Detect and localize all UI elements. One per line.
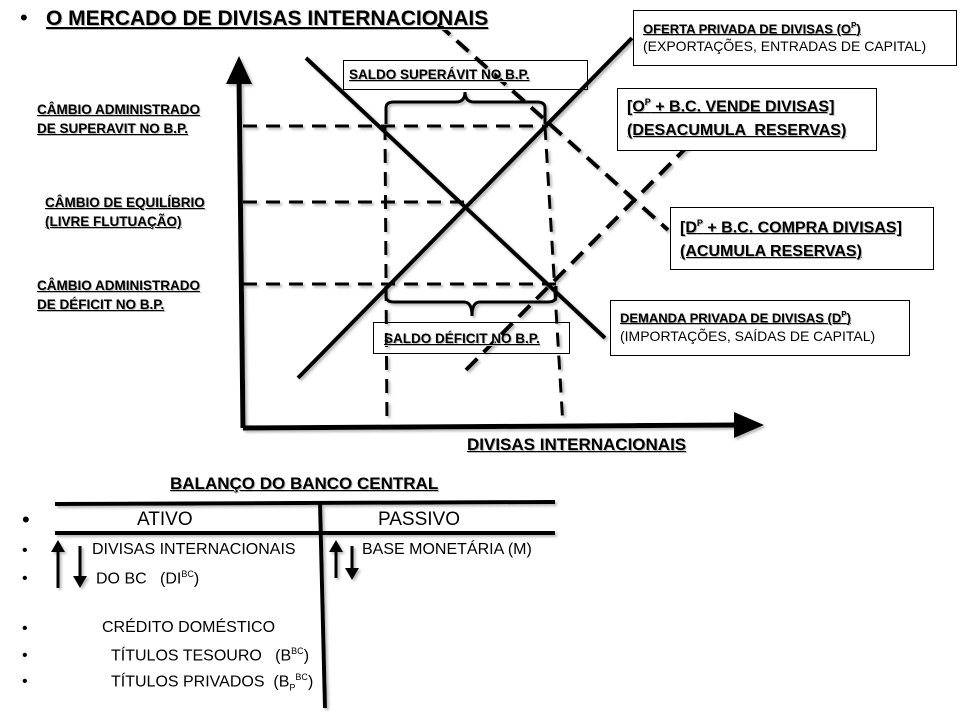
page-title: O MERCADO DE DIVISAS INTERNACIONAIS — [46, 7, 489, 30]
label-cambio-deficit: CÂMBIO ADMINISTRADO DE DÉFICIT NO B.P. — [37, 276, 200, 314]
y-axis-arrowhead — [226, 56, 252, 84]
x-axis-line — [242, 422, 741, 431]
label-cambio-deficit-line2: DE DÉFICIT NO B.P. — [37, 297, 165, 312]
demand-plus-bc-curve — [436, 22, 670, 232]
oferta-box: OFERTA PRIVADA DE DIVISAS (OP) (EXPORTAÇ… — [633, 10, 957, 66]
oferta-title: OFERTA PRIVADA DE DIVISAS (OP) — [643, 21, 861, 37]
saldo-superavit-box: SALDO SUPERÁVIT NO B.P. — [343, 60, 588, 90]
balance-credito-domestico: CRÉDITO DOMÉSTICO — [102, 619, 276, 636]
balance-do-bc: DO BC (DIBC) — [96, 569, 200, 588]
quantity-line-left — [383, 125, 389, 427]
y-axis-line — [236, 77, 246, 429]
arrow-up-base — [329, 540, 343, 578]
label-cambio-superavit: CÂMBIO ADMINISTRADO DE SUPERAVIT NO B.P. — [37, 100, 200, 138]
compra-line2: (ACUMULA RESERVAS) — [680, 243, 862, 260]
compra-line1: [DP + B.C. COMPRA DIVISAS] — [680, 218, 902, 237]
compra-box: [DP + B.C. COMPRA DIVISAS] (ACUMULA RESE… — [670, 207, 934, 270]
brace-superavit — [384, 91, 547, 124]
saldo-deficit-label: SALDO DÉFICIT NO B.P. — [384, 331, 540, 346]
label-cambio-equilibrio: CÂMBIO DE EQUILÍBRIO (LIVRE FLUTUAÇÃO) — [45, 193, 205, 231]
balance-vertical-line — [318, 501, 327, 709]
supply-plus-bc-curve — [464, 138, 696, 372]
demand-curve — [304, 56, 607, 340]
demanda-subtitle: (IMPORTAÇÕES, SAÍDAS DE CAPITAL) — [620, 328, 876, 344]
bullet-titulos-tesouro: • — [22, 647, 28, 664]
label-cambio-superavit-line2: DE SUPERAVIT NO B.P. — [37, 121, 189, 136]
balance-title: BALANÇO DO BANCO CENTRAL — [170, 474, 439, 493]
oferta-subtitle: (EXPORTAÇÕES, ENTRADAS DE CAPITAL) — [643, 38, 927, 54]
balance-titulos-tesouro: TÍTULOS TESOURO (BBC) — [111, 646, 310, 665]
label-cambio-deficit-line1: CÂMBIO ADMINISTRADO — [37, 278, 200, 293]
x-axis-label: DIVISAS INTERNACIONAIS — [467, 435, 687, 454]
vende-line2: (DESACUMULA RESERVAS) — [627, 122, 847, 139]
label-cambio-equilibrio-line1: CÂMBIO DE EQUILÍBRIO — [45, 195, 205, 210]
vende-box: [OP + B.C. VENDE DIVISAS] (DESACUMULA RE… — [617, 88, 877, 151]
bullet-credito: • — [22, 620, 28, 637]
bullet-divisas: • — [22, 542, 28, 559]
arrow-down-divisas — [73, 546, 87, 588]
label-cambio-superavit-line1: CÂMBIO ADMINISTRADO — [37, 102, 200, 117]
balance-passivo-header: PASSIVO — [378, 509, 461, 530]
arrow-up-divisas — [51, 540, 65, 588]
bullet-do-bc: • — [22, 570, 28, 587]
balance-base-monetaria: BASE MONETÁRIA (M) — [362, 541, 532, 558]
saldo-deficit-box: SALDO DÉFICIT NO B.P. — [373, 322, 570, 354]
balance-ativo-header: ATIVO — [137, 509, 193, 530]
saldo-superavit-label: SALDO SUPERÁVIT NO B.P. — [349, 67, 530, 82]
brace-deficit — [384, 286, 558, 317]
balance-divisas-internacionais: DIVISAS INTERNACIONAIS — [92, 541, 296, 558]
demanda-box: DEMANDA PRIVADA DE DIVISAS (DP) (IMPORTA… — [610, 300, 910, 356]
title-bullet: • — [20, 5, 28, 30]
bullet-titulos-privados: • — [22, 673, 28, 690]
arrow-down-base — [345, 546, 359, 580]
label-cambio-equilibrio-line2: (LIVRE FLUTUAÇÃO) — [45, 214, 182, 229]
vende-line1: [OP + B.C. VENDE DIVISAS] — [627, 97, 835, 116]
bullet-ativo: • — [22, 507, 30, 532]
x-axis-arrowhead — [734, 412, 764, 438]
demanda-title: DEMANDA PRIVADA DE DIVISAS (DP) — [620, 310, 851, 326]
balance-top-line — [54, 500, 556, 506]
balance-titulos-privados: TÍTULOS PRIVADOS (BPBC) — [111, 672, 314, 693]
quantity-line-right — [543, 125, 565, 427]
